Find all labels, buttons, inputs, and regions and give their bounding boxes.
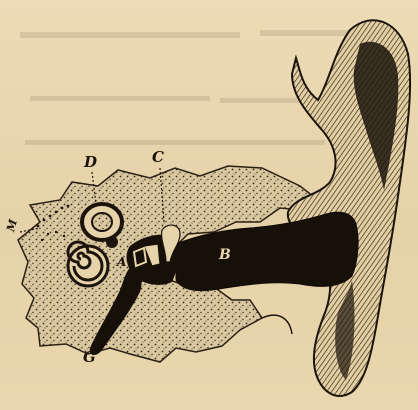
label-c: C xyxy=(152,150,164,165)
label-g: G xyxy=(83,350,96,365)
outline-curve xyxy=(262,315,292,334)
label-b: B xyxy=(219,248,231,262)
label-m: M xyxy=(5,218,19,233)
label-d: D xyxy=(84,155,97,170)
label-a: A xyxy=(117,256,126,268)
